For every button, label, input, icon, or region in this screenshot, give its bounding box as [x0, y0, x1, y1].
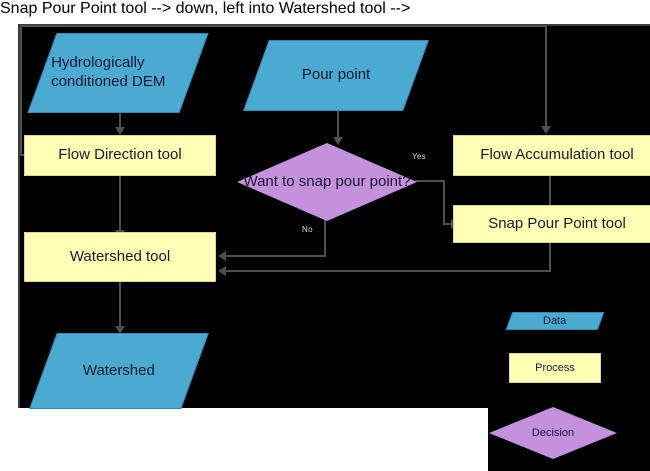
edge-yes-hline-1	[415, 180, 445, 182]
node-watershed[interactable]: Watershed	[29, 333, 209, 409]
legend-item-data: Data	[505, 312, 605, 330]
edge-pourpoint-to-decision-line	[337, 111, 339, 139]
edge-no-arrow	[218, 251, 226, 261]
edge-watershedtool-to-watershed-line	[119, 282, 121, 328]
node-label: Hydrologically conditioned DEM	[51, 54, 166, 90]
legend-label: Data	[543, 315, 567, 327]
edge-snap-to-watershedtool-arrow	[218, 266, 226, 276]
edge-yes-hline-2	[443, 223, 453, 225]
node-label: Want to snap pour point?	[243, 172, 411, 190]
node-pour-point[interactable]: Pour point	[243, 40, 429, 111]
node-watershed-tool[interactable]: Watershed tool	[24, 232, 216, 282]
edge-flowdir-down-to-flowacc-line	[545, 25, 547, 128]
edge-dem-to-flowdir-arrow	[115, 127, 125, 135]
edge-flowdir-top-line	[20, 25, 547, 27]
node-snap-pour-point-tool[interactable]: Snap Pour Point tool	[453, 205, 650, 243]
edge-label-yes: Yes	[412, 152, 426, 161]
node-flow-accumulation-tool[interactable]: Flow Accumulation tool	[453, 135, 650, 176]
node-hydrologically-conditioned-dem[interactable]: Hydrologically conditioned DEM	[27, 33, 209, 113]
edge-snap-to-watershedtool-vline	[549, 243, 551, 271]
node-label: Flow Accumulation tool	[480, 146, 634, 164]
edge-dem-to-flowdir-line	[119, 113, 121, 129]
edge-watershedtool-to-watershed-arrow	[115, 326, 125, 334]
edge-no-vline	[324, 218, 326, 256]
edge-no-hline	[226, 255, 326, 257]
legend-item-decision: Decision	[489, 407, 617, 459]
node-label: Flow Direction tool	[58, 146, 182, 164]
node-label: Watershed	[83, 361, 155, 379]
legend-label: Decision	[531, 427, 575, 439]
edge-flowacc-to-snap-line	[549, 175, 551, 207]
edge-flowdir-up-line	[20, 25, 22, 156]
edge-pourpoint-to-decision-arrow	[333, 137, 343, 145]
edge-label-no: No	[302, 225, 313, 234]
edge-flowdir-to-watershedtool-line	[119, 176, 121, 232]
node-want-to-snap-pour-point[interactable]: Want to snap pour point?	[237, 143, 417, 221]
legend-item-process: Process	[509, 353, 601, 383]
node-flow-direction-tool[interactable]: Flow Direction tool	[24, 135, 216, 176]
node-label: Pour point	[301, 66, 371, 84]
edge-flowdir-to-flowacc-arrow	[541, 126, 551, 134]
node-label: Snap Pour Point tool	[488, 214, 626, 232]
node-label: Watershed tool	[69, 247, 171, 265]
edge-flowdir-left-stub	[20, 154, 26, 156]
edge-yes-vline	[443, 180, 445, 224]
legend-label: Process	[535, 362, 575, 374]
edge-snap-to-watershedtool-hline	[226, 270, 551, 272]
